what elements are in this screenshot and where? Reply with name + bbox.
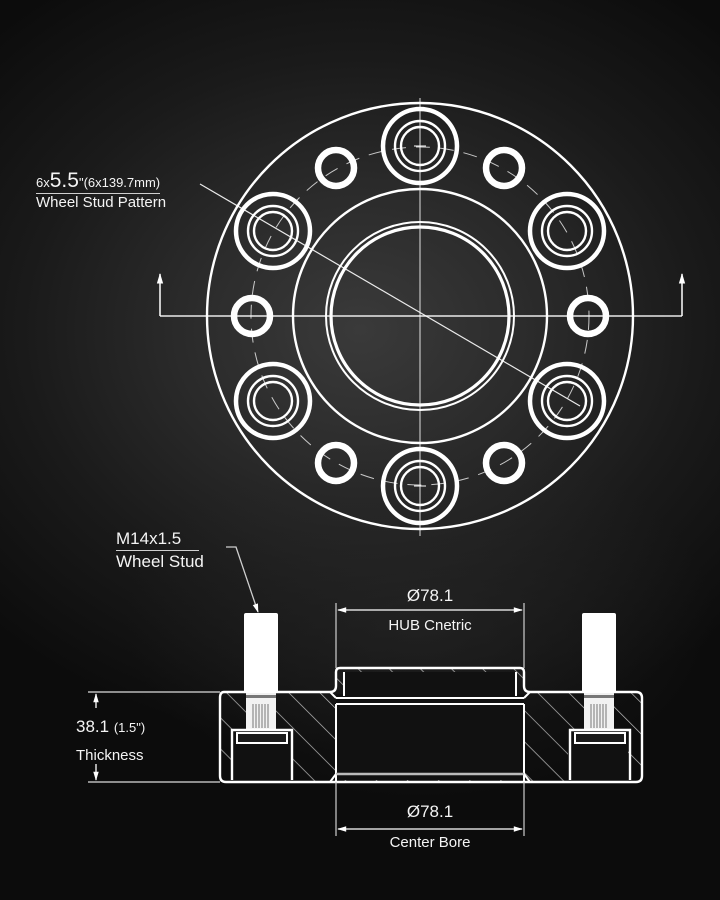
clearance-hole — [314, 441, 358, 485]
stud-hole — [380, 446, 460, 526]
thickness-value: 38.1 — [76, 717, 110, 736]
pattern-leader-line — [199, 183, 581, 407]
stud-hole — [527, 191, 607, 271]
hub-centric-caption: HUB Cnetric — [388, 617, 472, 634]
clearance-hole — [482, 146, 526, 190]
top-view — [156, 98, 686, 536]
hub-centric-value: Ø78.1 — [406, 586, 454, 605]
stud-caption: Wheel Stud — [116, 552, 204, 571]
stud-hole — [380, 106, 460, 186]
bolt-pattern-caption: Wheel Stud Pattern — [36, 194, 167, 211]
clearance-hole — [230, 294, 274, 338]
center-bore-value: Ø78.1 — [406, 802, 454, 821]
hub-ring-outer — [291, 187, 549, 445]
stud-hole — [527, 361, 607, 441]
wheel-stud-right — [568, 613, 632, 780]
clearance-hole — [314, 146, 358, 190]
wheel-stud-label: M14x1.5 Wheel Stud — [116, 528, 204, 573]
stud-hole — [233, 361, 313, 441]
center-bore-inner — [329, 225, 511, 407]
section-view — [88, 546, 644, 836]
center-bore-caption: Center Bore — [389, 834, 471, 851]
bolt-pattern-label: 6x5.5"(6x139.7mm) Wheel Stud Pattern — [36, 169, 167, 212]
bolt-pattern-spec: 6x5.5"(6x139.7mm) — [36, 169, 161, 194]
thickness-label: 38.1 (1.5") Thickness — [76, 716, 145, 767]
bolt-circle — [250, 146, 590, 486]
stud-hole — [233, 191, 313, 271]
outer-flange-circle — [205, 101, 635, 531]
wheel-stud-left — [230, 613, 294, 780]
stud-leader-line — [226, 546, 259, 613]
center-bore-outer — [325, 221, 515, 411]
thickness-caption: Thickness — [76, 747, 144, 764]
clearance-hole — [482, 441, 526, 485]
thickness-imperial: (1.5") — [113, 720, 146, 735]
clearance-hole — [566, 294, 610, 338]
stud-spec: M14x1.5 — [116, 528, 200, 551]
